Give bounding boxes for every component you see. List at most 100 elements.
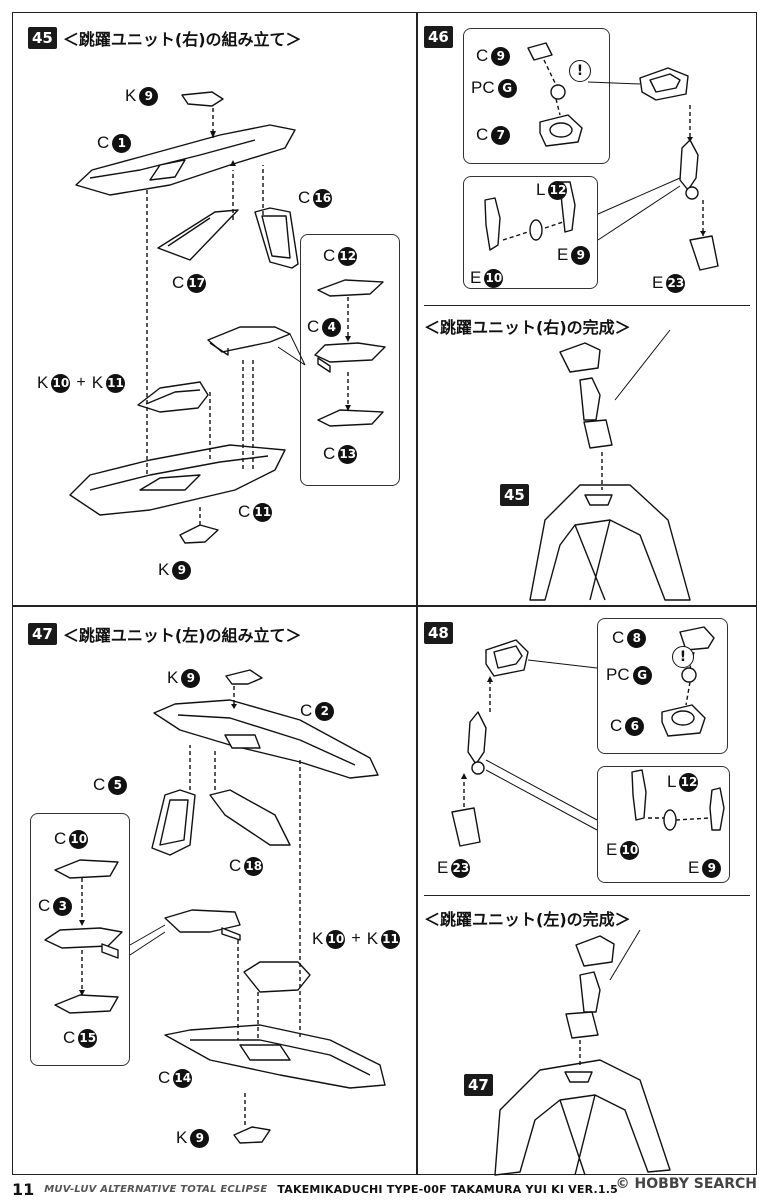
part-inset-output-left <box>164 909 241 941</box>
step-46-inset-top <box>463 28 610 164</box>
part-c3-inset <box>44 927 123 959</box>
step-45-inset <box>300 234 400 486</box>
part-l12-pin-left <box>663 809 677 831</box>
part-k9-top-right <box>181 91 224 107</box>
step-48-title: 48 <box>424 622 453 644</box>
step-46-complete-heading: ＜跳躍ユニット(右)の完成＞ <box>424 318 631 337</box>
part-c13 <box>317 409 384 427</box>
part-pc-g <box>550 84 566 100</box>
warning-icon: ! <box>569 60 591 82</box>
part-c11-lower-shell <box>69 444 286 516</box>
step-46-title: 46 <box>424 26 453 48</box>
step-45-number: 45 <box>28 27 57 49</box>
part-joint-right <box>679 139 699 200</box>
part-l12-pin <box>529 219 543 241</box>
part-cup-top-right <box>639 67 689 101</box>
part-c12 <box>317 279 384 297</box>
part-e10-arm <box>484 197 501 251</box>
part-k9-bottom-left <box>233 1126 271 1144</box>
part-c9-cap <box>527 42 553 61</box>
part-c4-assembly <box>314 342 386 373</box>
part-c16 <box>254 207 299 269</box>
step-48-panel <box>416 605 757 1175</box>
part-k10-k11 <box>137 381 209 413</box>
page-number: 11 <box>12 1180 35 1199</box>
footer: 11 MUV-LUV ALTERNATIVE TOTAL ECLIPSE TAK… <box>12 1180 618 1199</box>
step-48-inset-top <box>597 618 728 754</box>
part-c6-cup <box>661 704 706 737</box>
complete-left-unit <box>494 935 671 1176</box>
part-joint-left <box>467 711 487 775</box>
part-e23-left <box>451 807 481 847</box>
part-e10-arm-left <box>631 769 647 821</box>
warning-icon: ! <box>672 646 694 668</box>
part-c15-inset <box>54 994 119 1014</box>
step-48-complete-heading: ＜跳躍ユニット(左)の完成＞ <box>424 910 631 929</box>
step-48-inset-bottom <box>597 766 730 883</box>
series-name: MUV-LUV ALTERNATIVE TOTAL ECLIPSE <box>44 1184 268 1195</box>
step-47-number: 47 <box>28 623 57 645</box>
part-cup-top-left <box>485 639 529 677</box>
complete-right-unit <box>529 342 691 601</box>
part-c5 <box>151 789 196 856</box>
part-k10-k11-left <box>243 961 311 993</box>
step-48-number: 48 <box>424 622 453 644</box>
step-46-panel <box>416 12 757 607</box>
part-e23-right <box>689 235 719 271</box>
step-48-ref-number: 47 <box>464 1074 493 1096</box>
product-name: TAKEMIKADUCHI TYPE-00F TAKAMURA YUI KI V… <box>277 1183 618 1196</box>
step-46-inset-bottom <box>463 176 598 289</box>
step-46-divider <box>424 305 750 306</box>
part-c1-upper-shell <box>75 124 296 196</box>
part-k9-top-left <box>225 669 263 685</box>
part-c7-cup <box>539 114 583 147</box>
step-45-panel <box>12 12 418 607</box>
part-c14-lower-shell <box>164 1024 386 1089</box>
watermark: © HOBBY SEARCH <box>615 1176 757 1192</box>
step-45-title: 45 ＜跳躍ユニット(右)の組み立て＞ <box>28 26 302 50</box>
step-47-inset <box>30 813 130 1066</box>
part-inset-output <box>207 326 291 356</box>
step-47-heading: ＜跳躍ユニット(左)の組み立て＞ <box>62 626 302 645</box>
step-48-divider <box>424 895 750 896</box>
step-47-title: 47 ＜跳躍ユニット(左)の組み立て＞ <box>28 622 302 646</box>
step-45-heading: ＜跳躍ユニット(右)の組み立て＞ <box>62 30 302 49</box>
part-k9-bottom <box>179 524 219 544</box>
part-c17 <box>157 209 239 261</box>
step-47-panel <box>12 605 418 1175</box>
part-pc-g-left <box>681 667 697 683</box>
part-c18 <box>209 789 291 846</box>
